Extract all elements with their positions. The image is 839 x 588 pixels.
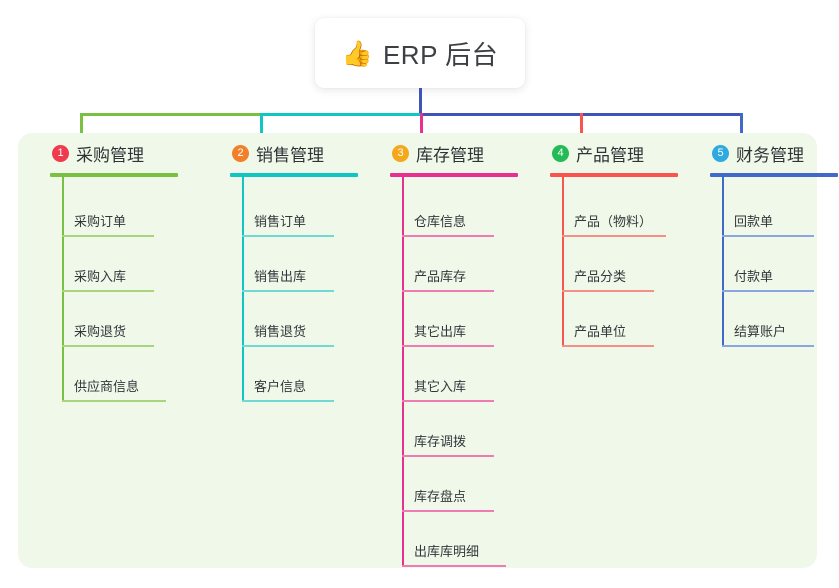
branch-header-1[interactable]: 1 采购管理	[32, 133, 192, 173]
leaf-node-underline	[242, 400, 334, 402]
leaf-node-underline	[62, 345, 154, 347]
leaf-node-underline	[62, 235, 154, 237]
branch-panel: 1 采购管理采购订单采购入库采购退货供应商信息 2 销售管理销售订单销售出库销售退货客…	[18, 133, 838, 568]
drop-product	[580, 113, 583, 145]
leaf-node-label: 销售退货	[254, 324, 307, 339]
trunk-connector	[419, 88, 422, 115]
leaf-node-label: 采购入库	[74, 269, 127, 284]
leaf-node-label: 产品库存	[414, 269, 467, 284]
leaf-node-underline	[402, 235, 494, 237]
leaf-node-label: 付款单	[734, 269, 774, 284]
leaf-node-label: 产品分类	[574, 269, 627, 284]
drop-purchase	[80, 113, 83, 145]
root-node-erp-backend[interactable]: 👍 ERP 后台	[315, 18, 525, 88]
leaf-node-label: 回款单	[734, 214, 774, 229]
branch-number-badge: 3	[392, 144, 409, 162]
branch-header-underline	[50, 173, 178, 177]
branch-header-underline	[390, 173, 518, 177]
branch-spine	[242, 175, 244, 402]
branch-title-label: 采购管理	[76, 145, 144, 165]
leaf-node-underline	[722, 290, 814, 292]
branch-spine	[62, 175, 64, 402]
leaf-node-underline	[402, 400, 494, 402]
leaf-node-label: 其它出库	[414, 324, 467, 339]
branch-number-badge: 5	[712, 144, 729, 162]
leaf-node-label: 销售订单	[254, 214, 307, 229]
leaf-node-label: 采购订单	[74, 214, 127, 229]
leaf-node-label: 出库库明细	[414, 544, 480, 559]
branch-number-badge: 1	[52, 144, 69, 162]
leaf-node-label: 仓库信息	[414, 214, 467, 229]
leaf-node-underline	[402, 290, 494, 292]
leaf-node-label: 产品单位	[574, 324, 627, 339]
leaf-node-label: 库存盘点	[414, 489, 467, 504]
leaf-node-label: 结算账户	[734, 324, 787, 339]
branch-column-1: 1 采购管理采购订单采购入库采购退货供应商信息	[32, 133, 192, 402]
leaf-node-underline	[562, 235, 666, 237]
root-node-label: ERP 后台	[382, 39, 499, 70]
leaf-node-underline	[402, 510, 494, 512]
leaf-node-underline	[242, 345, 334, 347]
leaf-node-underline	[242, 235, 334, 237]
thumbs-up-icon: 👍	[341, 38, 373, 68]
leaf-node-underline	[62, 400, 166, 402]
leaf-node-underline	[562, 345, 654, 347]
bus-segment-green	[80, 113, 260, 116]
branch-spine	[722, 175, 724, 347]
leaf-node-underline	[562, 290, 654, 292]
branch-header-4[interactable]: 4 产品管理	[532, 133, 692, 173]
branch-column-2: 2 销售管理销售订单销售出库销售退货客户信息	[212, 133, 372, 402]
branch-header-3[interactable]: 3 库存管理	[372, 133, 532, 173]
drop-sales	[260, 113, 263, 145]
branch-column-5: 5 财务管理回款单付款单结算账户	[692, 133, 839, 347]
bus-segment-teal	[260, 113, 420, 116]
leaf-node-underline	[62, 290, 154, 292]
leaf-node-label: 产品（物料）	[574, 214, 653, 229]
leaf-node-underline	[402, 565, 506, 567]
branch-column-3: 3 库存管理仓库信息产品库存其它出库其它入库库存调拨库存盘点出库库明细	[372, 133, 532, 567]
leaf-node-underline	[402, 455, 494, 457]
leaf-node-underline	[242, 290, 334, 292]
branch-header-underline	[550, 173, 678, 177]
branch-column-4: 4 产品管理产品（物料） 产品分类产品单位	[532, 133, 692, 347]
drop-finance	[740, 113, 743, 145]
branch-number-badge: 4	[552, 144, 569, 162]
leaf-node-underline	[722, 235, 814, 237]
leaf-node-label: 库存调拨	[414, 434, 467, 449]
branch-spine	[562, 175, 564, 347]
leaf-node-label: 其它入库	[414, 379, 467, 394]
branch-title-label: 销售管理	[256, 145, 324, 165]
branch-header-5[interactable]: 5 财务管理	[692, 133, 839, 173]
leaf-node-label: 客户信息	[254, 379, 307, 394]
leaf-node-label: 销售出库	[254, 269, 307, 284]
branch-header-underline	[230, 173, 358, 177]
branch-title-label: 产品管理	[576, 145, 644, 165]
branch-header-underline	[710, 173, 838, 177]
branch-spine	[402, 175, 404, 567]
leaf-node-label: 采购退货	[74, 324, 127, 339]
branch-header-2[interactable]: 2 销售管理	[212, 133, 372, 173]
leaf-node-underline	[722, 345, 814, 347]
leaf-node-label: 供应商信息	[74, 379, 140, 394]
drop-inventory	[420, 113, 423, 145]
leaf-node-underline	[402, 345, 494, 347]
branch-title-label: 库存管理	[416, 145, 484, 165]
branch-number-badge: 2	[232, 144, 249, 162]
branch-title-label: 财务管理	[736, 145, 804, 165]
